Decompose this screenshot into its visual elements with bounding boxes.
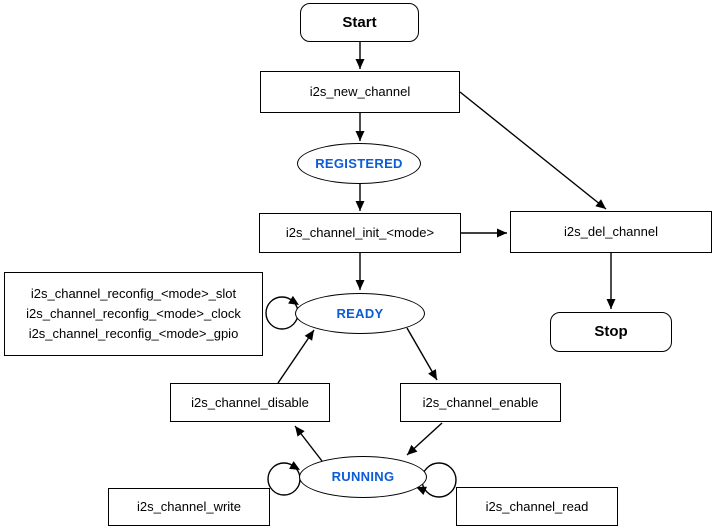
reconfig-line-gpio: i2s_channel_reconfig_<mode>_gpio — [28, 326, 239, 341]
node-i2s-new-channel-label: i2s_new_channel — [309, 84, 411, 100]
node-i2s-channel-disable-label: i2s_channel_disable — [191, 394, 309, 410]
node-i2s-channel-reconfig: i2s_channel_reconfig_<mode>_slot i2s_cha… — [4, 272, 263, 356]
self-loop-running-right-arrowhead — [416, 486, 427, 496]
edge-enable-to-running — [406, 422, 443, 456]
node-start: Start — [300, 3, 419, 42]
node-i2s-channel-init-label: i2s_channel_init_<mode> — [285, 225, 435, 241]
node-stop: Stop — [550, 312, 672, 352]
node-start-label: Start — [342, 13, 377, 31]
self-loop-running-left-arrowhead — [289, 461, 300, 470]
reconfig-line-clock: i2s_channel_reconfig_<mode>_clock — [26, 306, 241, 321]
reconfig-line-slot: i2s_channel_reconfig_<mode>_slot — [30, 286, 237, 301]
node-i2s-channel-write: i2s_channel_write — [108, 488, 270, 526]
edge-running-to-disable — [294, 425, 323, 462]
node-i2s-channel-init: i2s_channel_init_<mode> — [259, 213, 461, 253]
node-i2s-channel-enable: i2s_channel_enable — [400, 383, 561, 422]
state-registered: REGISTERED — [297, 143, 421, 184]
node-i2s-channel-read-label: i2s_channel_read — [485, 498, 589, 514]
edge-disable-to-ready — [277, 329, 315, 384]
node-i2s-channel-write-label: i2s_channel_write — [136, 499, 242, 515]
node-i2s-del-channel-label: i2s_del_channel — [564, 224, 658, 240]
state-ready: READY — [295, 293, 425, 334]
state-running-label: RUNNING — [331, 469, 395, 485]
node-i2s-new-channel: i2s_new_channel — [260, 71, 460, 113]
state-ready-label: READY — [336, 305, 384, 321]
node-i2s-channel-enable-label: i2s_channel_enable — [422, 394, 539, 410]
edge-new-channel-to-del-channel — [459, 91, 607, 210]
self-loop-running-right — [421, 462, 457, 498]
node-i2s-channel-read: i2s_channel_read — [456, 487, 618, 526]
state-running: RUNNING — [299, 456, 427, 498]
node-i2s-del-channel: i2s_del_channel — [510, 211, 712, 253]
node-stop-label: Stop — [594, 323, 628, 340]
self-loop-ready-arrowhead — [288, 295, 299, 305]
node-i2s-channel-disable: i2s_channel_disable — [170, 383, 330, 422]
edge-ready-to-enable — [406, 327, 438, 381]
state-registered-label: REGISTERED — [315, 155, 403, 171]
